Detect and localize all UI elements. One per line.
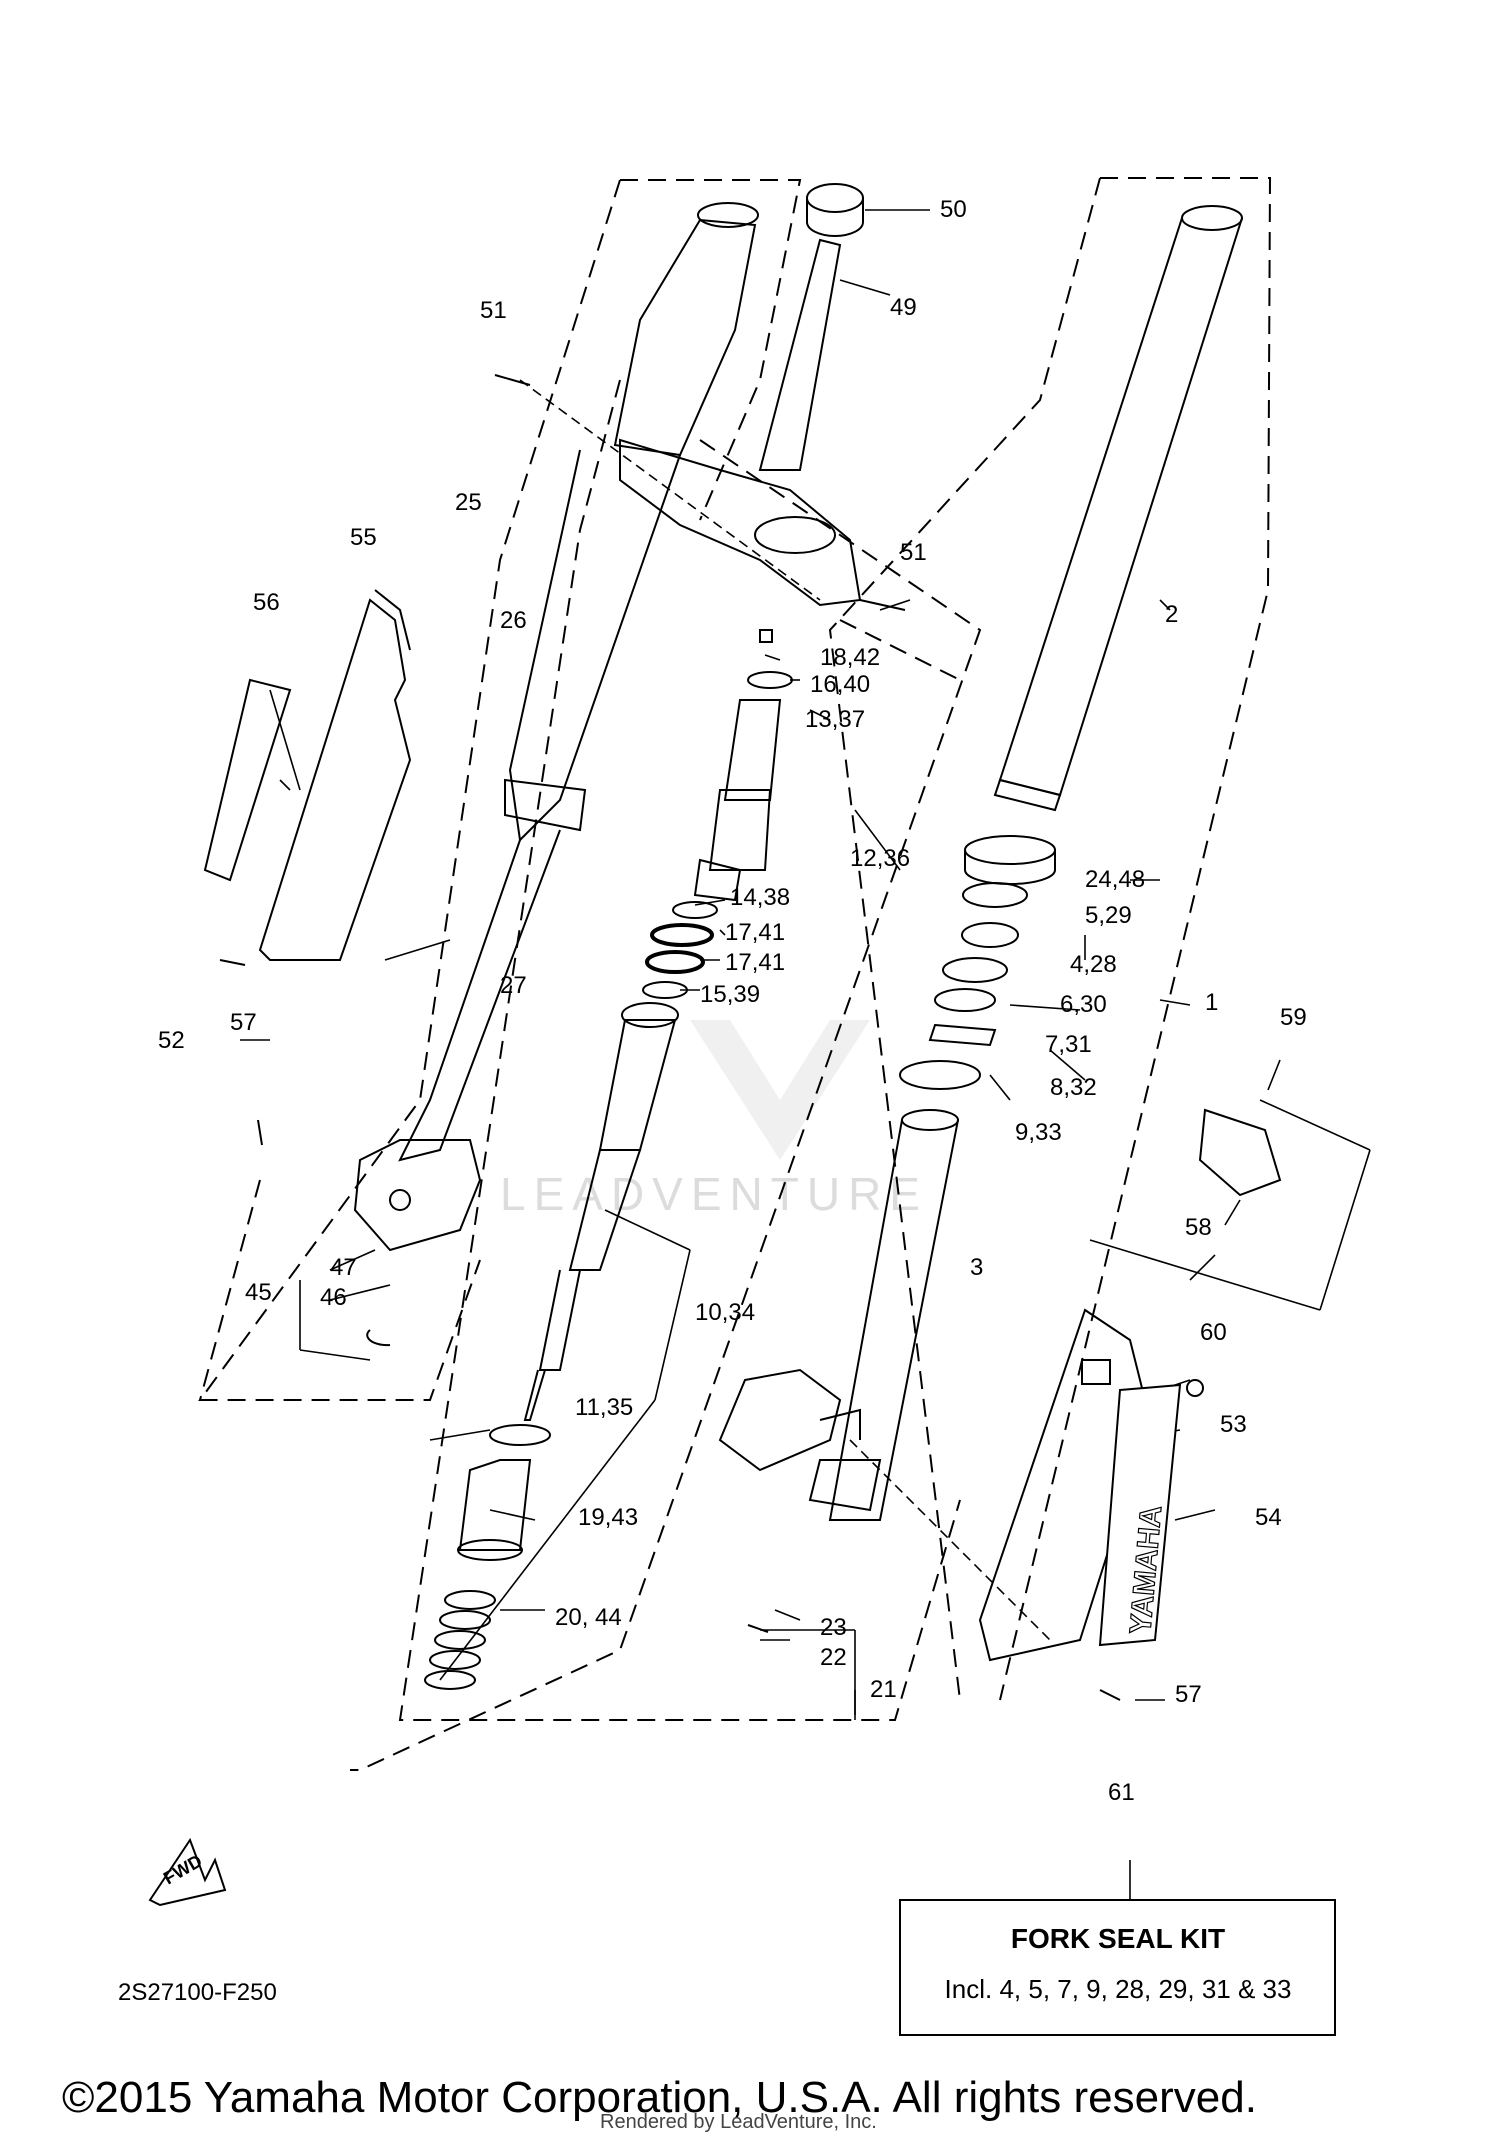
callout-c52: 52: [158, 1027, 185, 1054]
callout-c26: 26: [500, 607, 527, 634]
callout-c17b: 17,41: [725, 949, 785, 976]
forward-arrow-icon: FWD: [148, 1837, 227, 1907]
kit-contents: Incl. 4, 5, 7, 9, 28, 29, 31 & 33: [945, 1974, 1292, 2004]
callout-c12: 12,36: [850, 845, 910, 872]
callout-c46: 46: [320, 1284, 347, 1311]
callout-c49: 49: [890, 294, 917, 321]
callout-c2: 2: [1165, 601, 1178, 628]
right-fork-guard: [978, 1308, 1152, 1662]
callout-c9: 9,33: [1015, 1119, 1062, 1146]
guard-clip: [1198, 1108, 1282, 1197]
callout-c7: 7,31: [1045, 1031, 1092, 1058]
yamaha-decal: YAMAHA: [1098, 1383, 1182, 1647]
callout-c25: 25: [455, 489, 482, 516]
left-axle-holder: [353, 1139, 482, 1252]
bolts: [219, 374, 1204, 1701]
callout-c54: 54: [1255, 1504, 1282, 1531]
assembly-outline-left: [198, 179, 982, 1771]
callout-c1: 1: [1205, 989, 1218, 1016]
steering-stem: [758, 183, 864, 471]
callout-c20: 20, 44: [555, 1604, 622, 1631]
callout-c55: 55: [350, 524, 377, 551]
callout-c57a: 57: [230, 1009, 257, 1036]
watermark-logo: [690, 1020, 870, 1160]
callout-c61: 61: [1108, 1779, 1135, 1806]
damper-rod: [523, 1002, 679, 1421]
callout-c4: 4,28: [1070, 951, 1117, 978]
diagram-code: 2S27100-F250: [118, 1979, 277, 2006]
inner-tube: [808, 1109, 959, 1521]
callout-c11: 11,35: [575, 1394, 633, 1421]
o-ring-11: [489, 1424, 551, 1446]
fork-spring: [424, 1590, 496, 1690]
fork-seal-kit-box: FORK SEAL KIT Incl. 4, 5, 7, 9, 28, 29, …: [899, 1899, 1336, 2036]
callout-c19: 19,43: [578, 1504, 638, 1531]
callout-c22: 22: [820, 1644, 847, 1671]
callout-c3: 3: [970, 1254, 983, 1281]
callout-c50: 50: [940, 196, 967, 223]
callout-c24: 24,48: [1085, 866, 1145, 893]
callout-c58: 58: [1185, 1214, 1212, 1241]
callout-c51a: 51: [480, 297, 507, 324]
watermark-text: LEADVENTURE: [500, 1168, 928, 1220]
triple-clamp: [619, 438, 862, 607]
kit-title: FORK SEAL KIT: [1011, 1923, 1225, 1954]
copyright-text: ©2015 Yamaha Motor Corporation, U.S.A. A…: [62, 2073, 1257, 2122]
callout-c23: 23: [820, 1614, 847, 1641]
seal-stack: [899, 835, 1056, 1090]
callout-c16: 16,40: [810, 671, 870, 698]
callout-c60: 60: [1200, 1319, 1227, 1346]
callout-c56: 56: [253, 589, 280, 616]
rendered-by-text: Rendered by LeadVenture, Inc.: [600, 2111, 877, 2133]
callout-c21: 21: [870, 1676, 897, 1703]
callout-c53: 53: [1220, 1411, 1247, 1438]
callout-c59: 59: [1280, 1004, 1307, 1031]
leader-lines: [240, 209, 1371, 1900]
callout-c57b: 57: [1175, 1681, 1202, 1708]
callout-c45: 45: [245, 1279, 272, 1306]
callout-c5: 5,29: [1085, 902, 1132, 929]
damper-cartridge: [642, 629, 793, 999]
callout-c6: 6,30: [1060, 991, 1107, 1018]
callout-c10: 10,34: [695, 1299, 755, 1326]
callout-c18: 18,42: [820, 644, 880, 671]
right-axle-holder: [718, 1368, 861, 1472]
left-fork-guard: [203, 589, 412, 961]
callout-c14: 14,38: [730, 884, 790, 911]
callout-c47: 47: [330, 1254, 357, 1281]
callout-c13: 13,37: [805, 706, 865, 733]
callout-c8: 8,32: [1050, 1074, 1097, 1101]
callout-c27: 27: [500, 972, 527, 999]
spring-seat: [457, 1459, 532, 1561]
left-outer-tube: [398, 202, 759, 1162]
assembly-outline-right: [828, 177, 1272, 1701]
right-outer-tube: [993, 205, 1243, 812]
callout-labels: 1234,285,296,307,318,329,3310,3411,3512,…: [158, 196, 1307, 1806]
callout-c15: 15,39: [700, 981, 760, 1008]
callout-c17a: 17,41: [725, 919, 785, 946]
callout-c51b: 51: [900, 539, 927, 566]
